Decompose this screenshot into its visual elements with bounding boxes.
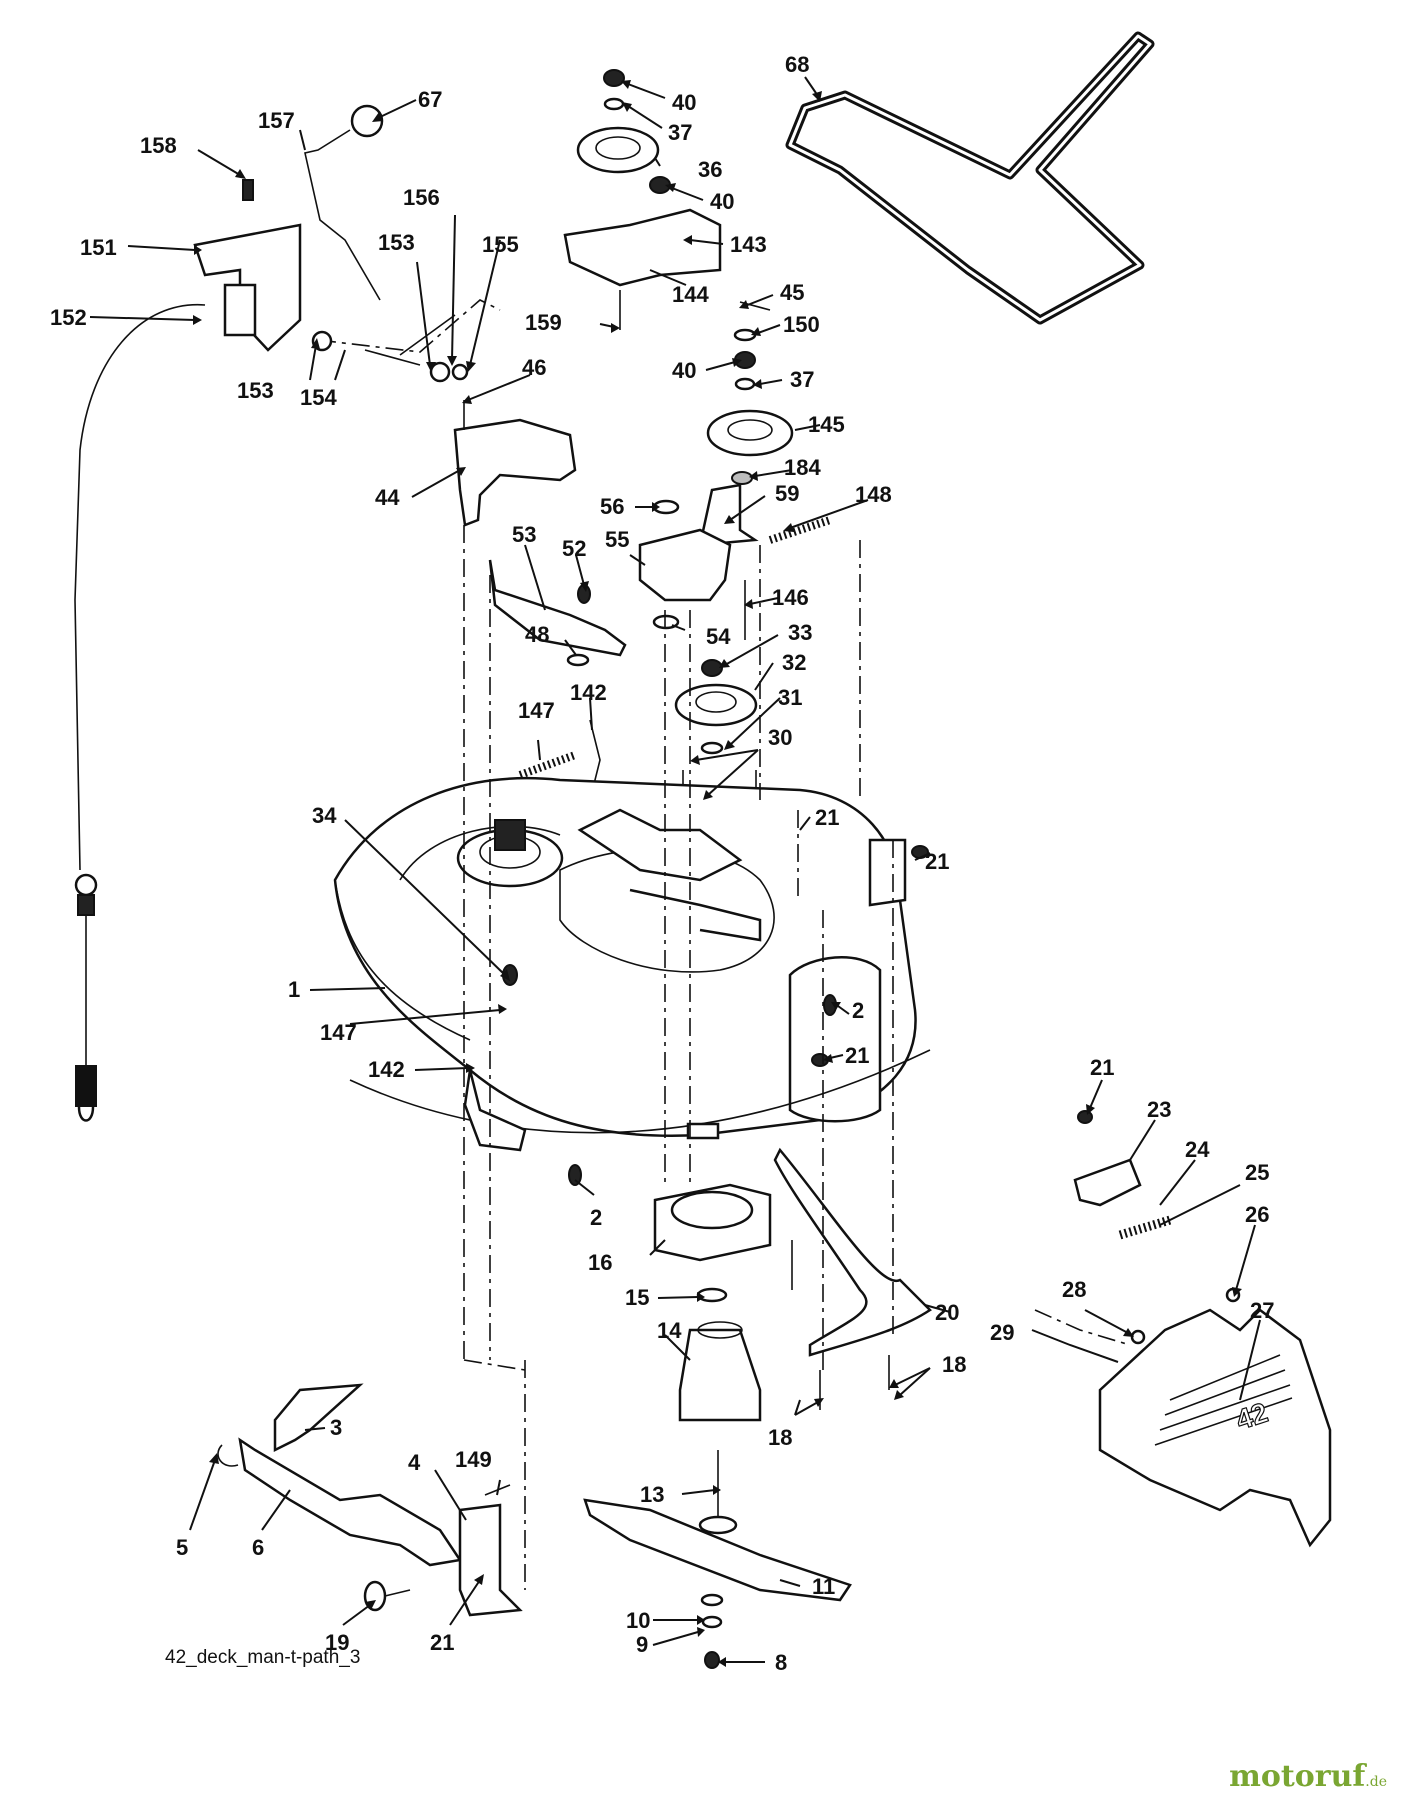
callout-29: 29 [990,1320,1014,1345]
callout-14: 14 [657,1318,682,1343]
callout-33: 33 [788,620,812,645]
cable-end [74,873,98,1122]
lower-linkage [217,1383,523,1617]
callout-16: 16 [588,1250,612,1275]
callout-18a: 18 [942,1352,966,1377]
spindle-assembly [583,1147,932,1669]
callout-18b: 18 [768,1425,792,1450]
watermark-logo: motoruf.de [1229,1759,1387,1794]
callout-45: 45 [780,280,804,305]
callout-23: 23 [1147,1097,1171,1122]
callout-21e: 21 [430,1630,454,1655]
callout-9: 9 [636,1632,648,1657]
callout-152: 152 [50,305,87,330]
callout-144: 144 [672,282,709,307]
callout-36: 36 [698,157,722,182]
callout-11: 11 [812,1574,835,1599]
callout-68: 68 [785,52,809,77]
callout-labels: 68 67 157 158 151 152 153 156 155 153 15… [50,52,1274,1675]
watermark-suffix: .de [1365,1774,1387,1790]
callout-25: 25 [1245,1160,1269,1185]
callout-46: 46 [522,355,546,380]
callout-157: 157 [258,108,295,133]
callout-153: 153 [378,230,415,255]
callout-67: 67 [418,87,442,112]
callout-13: 13 [640,1482,664,1507]
callout-leaders [89,76,1261,1667]
discharge-chute: 42 [1034,1110,1332,1548]
callout-37a: 37 [668,120,692,145]
diagram-code: 42_deck_man-t-path_3 [165,1647,361,1668]
callout-153b: 153 [237,378,274,403]
drive-belt [785,31,1155,325]
callout-30: 30 [768,725,792,750]
callout-21c: 21 [845,1043,869,1068]
callout-52: 52 [562,536,586,561]
callout-3: 3 [330,1415,342,1440]
callout-184: 184 [784,455,821,480]
callout-156: 156 [403,185,440,210]
callout-4: 4 [408,1450,421,1475]
callout-15: 15 [625,1285,649,1310]
callout-48: 48 [525,622,549,647]
callout-53: 53 [512,522,536,547]
callout-19: 19 [325,1630,349,1655]
callout-146: 146 [772,585,809,610]
deck-cover [453,400,577,527]
callout-26: 26 [1245,1202,1269,1227]
callout-149: 149 [455,1447,492,1472]
callout-44: 44 [375,485,400,510]
callout-2b: 2 [590,1205,602,1230]
callout-59: 59 [775,481,799,506]
callout-145: 145 [808,412,845,437]
callout-21b: 21 [925,849,949,874]
callout-54: 54 [706,624,731,649]
callout-148: 148 [855,482,892,507]
callout-27: 27 [1250,1298,1274,1323]
callout-2a: 2 [852,998,864,1023]
callout-151: 151 [80,235,117,260]
idler-arm [488,559,627,667]
callout-40c: 40 [672,358,696,383]
callout-32: 32 [782,650,806,675]
callout-10: 10 [626,1608,650,1633]
deck-hardware [463,964,837,1186]
alignment-lines [463,525,894,1590]
callout-37b: 37 [790,367,814,392]
callout-20: 20 [935,1300,959,1325]
callout-147a: 147 [518,698,555,723]
idler-upper [563,69,722,330]
callout-21a: 21 [815,805,839,830]
callout-143: 143 [730,232,767,257]
callout-6: 6 [252,1535,264,1560]
callout-159: 159 [525,310,562,335]
callout-158: 158 [140,133,177,158]
callout-31: 31 [778,685,802,710]
callout-154: 154 [300,385,337,410]
callout-40b: 40 [710,189,734,214]
callout-147b: 147 [320,1020,357,1045]
callout-24: 24 [1185,1137,1210,1162]
callout-5: 5 [176,1535,188,1560]
callout-21d: 21 [1090,1055,1114,1080]
callout-28: 28 [1062,1277,1086,1302]
callout-155: 155 [482,232,519,257]
lift-handle-assembly [74,104,501,871]
watermark-brand: motoruf [1229,1759,1366,1794]
callout-8: 8 [775,1650,787,1675]
callout-55: 55 [605,527,629,552]
belt-guide-plate [638,499,746,640]
callout-142a: 142 [570,680,607,705]
callout-40a: 40 [672,90,696,115]
callout-1: 1 [288,977,300,1002]
callout-56: 56 [600,494,624,519]
mower-deck-housing [333,776,931,1140]
callout-150: 150 [783,312,820,337]
callout-142b: 142 [368,1057,405,1082]
callout-34: 34 [312,803,337,828]
idler-middle [698,301,832,547]
